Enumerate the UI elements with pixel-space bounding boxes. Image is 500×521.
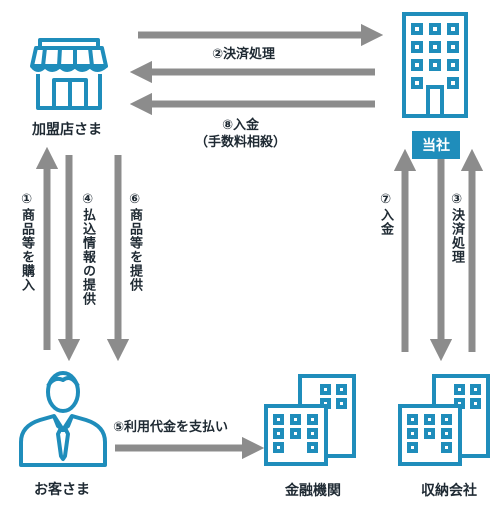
shop-node [30, 38, 108, 112]
person-icon [19, 371, 107, 467]
building-icon [402, 12, 468, 118]
step4-label: ④払込情報の提供 [80, 192, 95, 306]
step3-label: ③決済処理 [449, 192, 464, 264]
step7-label: ⑦入金 [378, 192, 393, 236]
step5-label: ⑤利用代金を支払い [113, 420, 229, 435]
buildings-icon [264, 374, 356, 466]
step6-label: ⑥商品等を提供 [127, 192, 142, 292]
shop-label: 加盟店さま [32, 122, 102, 138]
step8-label-line1: ⑧入金 [222, 118, 260, 133]
collector-label: 収納会社 [421, 483, 477, 499]
bank-node [262, 372, 358, 468]
step2-label: ②決済処理 [212, 47, 276, 62]
step1-label: ①商品等を購入 [19, 192, 34, 292]
company-badge: 当社 [412, 131, 460, 159]
step8-label-line2: （手数料相殺） [195, 135, 287, 150]
buildings-icon [398, 374, 490, 466]
company-node [400, 11, 470, 119]
customer-node [18, 370, 108, 468]
collector-node [396, 372, 492, 468]
customer-label: お客さま [34, 482, 90, 498]
storefront-icon [30, 38, 108, 110]
bank-label: 金融機関 [285, 483, 341, 499]
